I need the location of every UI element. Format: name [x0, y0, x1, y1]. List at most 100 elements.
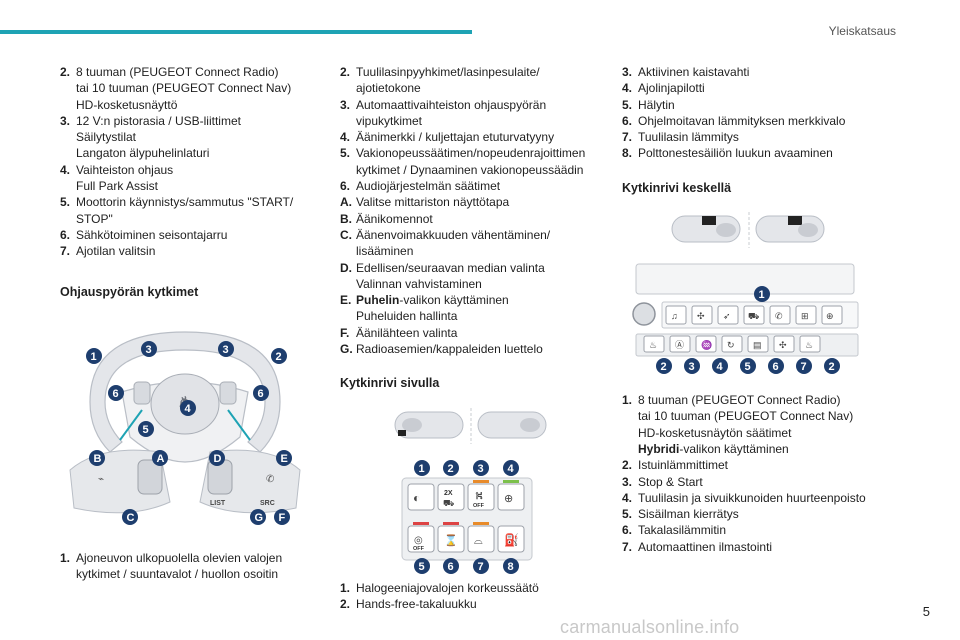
- badge-5: 5: [740, 358, 756, 375]
- svg-text:4: 4: [185, 403, 192, 415]
- media-button[interactable]: ♫: [665, 305, 687, 325]
- drive-pilot-button[interactable]: ⊕: [497, 479, 525, 511]
- list-item: 2.Tuulilasinpyyhkimet/lasinpesulaite/ajo…: [340, 65, 540, 96]
- badge-E: E: [276, 449, 292, 466]
- badge-F: F: [274, 508, 290, 525]
- defrost-button[interactable]: ♒: [695, 335, 717, 353]
- apps-button[interactable]: ⊞: [795, 305, 817, 325]
- badge-3: 3: [141, 340, 157, 357]
- list-item: 4.Äänimerkki / kuljettajan etuturvatyyny: [340, 130, 555, 145]
- badge-2: 2: [443, 459, 459, 476]
- seat-heater-icon: ♨: [649, 340, 657, 350]
- svg-text:D: D: [214, 453, 222, 465]
- programmable-heating-button[interactable]: ⌛: [437, 521, 465, 553]
- list-item: 6.Sähkötoiminen seisontajarru: [60, 227, 228, 242]
- list-item: F.Äänilähteen valinta: [340, 325, 458, 340]
- list-item: 3.Stop & Start: [622, 474, 703, 489]
- center-switch-panel-figure: ♫ ✣ ➶ ⛟ ✆ ⊞ ⊕ ♨ Ⓐ ♒ ↻ ▤ ✣ ♨ 1 2 3 4 5 6 …: [622, 208, 872, 376]
- list-label: LIST: [210, 500, 226, 507]
- svg-text:7: 7: [801, 361, 807, 373]
- phone-button[interactable]: ✆: [769, 305, 791, 325]
- list-item: B.Äänikomennot: [340, 211, 433, 226]
- svg-text:6: 6: [773, 361, 779, 373]
- auto-fan-icon: ✣: [779, 340, 787, 350]
- section-heading: Kytkinrivi keskellä: [622, 180, 732, 195]
- stop-start-button[interactable]: Ⓐ: [669, 335, 691, 353]
- volume-knob[interactable]: [632, 302, 656, 326]
- list-item: 7.Ajotilan valitsin: [60, 244, 156, 259]
- off-label: OFF: [473, 503, 485, 509]
- badge-B: B: [89, 449, 105, 466]
- svg-text:1: 1: [91, 351, 97, 363]
- seat-heating-left-button[interactable]: ♨: [643, 335, 665, 353]
- svg-text:8: 8: [508, 561, 514, 573]
- list-item: G.Radioasemien/kappaleiden luettelo: [340, 342, 543, 357]
- svg-text:2: 2: [448, 463, 454, 475]
- headlight-leveling-button[interactable]: ◐: [407, 483, 435, 511]
- list-item: 5.Vakionopeussäätimen/nopeudenrajoittime…: [340, 146, 586, 177]
- svg-text:5: 5: [419, 561, 425, 573]
- steering-wheel-illustration: ♞ LIST SRC ⌁ ✆ 1 3 3 2 6 6 4 5 B A: [69, 331, 301, 525]
- svg-text:4: 4: [717, 361, 724, 373]
- list-bottom: 1.Ajoneuvon ulkopuolella olevien valojen…: [60, 550, 310, 583]
- vehicle-button[interactable]: ⛟: [743, 305, 765, 325]
- svg-text:G: G: [255, 512, 264, 524]
- recirculation-button[interactable]: ↻: [721, 335, 743, 353]
- svg-text:6: 6: [113, 388, 119, 400]
- badge-3: 3: [684, 358, 700, 375]
- rear-screen-heating-button[interactable]: ▤: [747, 335, 769, 353]
- svg-text:3: 3: [223, 344, 229, 356]
- list-item: 1.8 tuuman (PEUGEOT Connect Radio)tai 10…: [622, 393, 854, 456]
- page-number: 5: [922, 604, 930, 619]
- list-item: 3.Aktiivinen kaistavahti: [622, 65, 750, 79]
- svg-text:4: 4: [508, 463, 515, 475]
- hybrid-button[interactable]: ⊕: [821, 305, 843, 325]
- section-heading: Ohjauspyörän kytkimet: [60, 284, 199, 299]
- list-item: 5.Sisäilman kierrätys: [622, 507, 739, 522]
- nav-icon: ➶: [723, 311, 731, 321]
- climate-button[interactable]: ✣: [691, 305, 713, 325]
- svg-text:5: 5: [745, 361, 751, 373]
- badge-7: 7: [796, 358, 812, 375]
- off-label: OFF: [413, 546, 425, 552]
- lane-assist-button[interactable]: ⛕OFF: [467, 479, 495, 511]
- navigation-button[interactable]: ➶: [717, 305, 739, 325]
- auto-climate-button[interactable]: ✣: [773, 335, 795, 353]
- alarm-button[interactable]: ◎OFF: [407, 521, 435, 553]
- apps-icon: ⊞: [801, 311, 809, 321]
- badge-8: 8: [503, 557, 519, 574]
- tailgate-button[interactable]: 2X⛟: [437, 483, 465, 511]
- column-2: 2.Tuulilasinpyyhkimet/lasinpesulaite/ajo…: [340, 64, 590, 612]
- list-top: 2.Tuulilasinpyyhkimet/lasinpesulaite/ajo…: [340, 64, 590, 357]
- fuel-flap-button[interactable]: ⛽: [497, 525, 525, 553]
- badge-G: G: [250, 508, 266, 525]
- list-item: 8.Polttonestesäiliön luukun avaaminen: [622, 146, 833, 161]
- list-item: C.Äänenvoimakkuuden vähentäminen/lisäämi…: [340, 227, 551, 259]
- steering-icon: ⊕: [504, 493, 513, 505]
- car-icon: ⛟: [748, 311, 759, 321]
- phone-icon: ✆: [775, 311, 783, 321]
- src-label: SRC: [260, 500, 275, 507]
- header-accent-bar: [0, 30, 472, 34]
- svg-text:2: 2: [276, 351, 282, 363]
- fan-icon: ✣: [697, 311, 705, 321]
- list-top: 2.8 tuuman (PEUGEOT Connect Radio)tai 10…: [60, 64, 310, 260]
- steering-wheel-figure: ♞ LIST SRC ⌁ ✆ 1 3 3 2 6 6 4 5 B A: [60, 312, 310, 534]
- badge-2: 2: [656, 358, 672, 375]
- windscreen-heating-button[interactable]: ⌓: [467, 521, 495, 553]
- seat-heating-right-button[interactable]: ♨: [799, 335, 821, 353]
- defrost-icon: ♒: [701, 339, 712, 350]
- seat-heater-icon: ♨: [805, 340, 813, 350]
- list-item: 4.Tuulilasin ja sivuikkunoiden huurteenp…: [622, 490, 866, 505]
- column-3: 3.Aktiivinen kaistavahti 4.Ajolinjapilot…: [622, 64, 872, 555]
- svg-text:6: 6: [448, 561, 454, 573]
- list-top: 3.Aktiivinen kaistavahti 4.Ajolinjapilot…: [622, 64, 872, 162]
- badge-6: 6: [768, 358, 784, 375]
- svg-text:1: 1: [759, 289, 765, 301]
- svg-text:3: 3: [146, 344, 152, 356]
- list-item: 6.Takalasilämmitin: [622, 523, 727, 538]
- badge-3: 3: [218, 340, 234, 357]
